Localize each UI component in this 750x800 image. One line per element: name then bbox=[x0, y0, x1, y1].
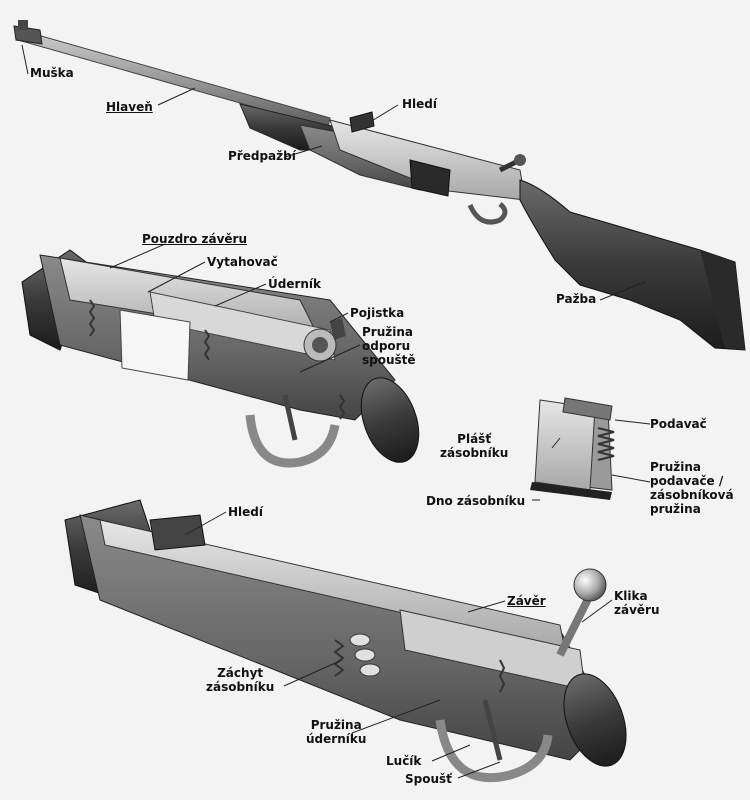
label-zachyt-zasobniku: Záchyt zásobníku bbox=[206, 666, 275, 694]
label-klika-zaveru: Klika závěru bbox=[614, 589, 660, 617]
label-pouzdro-zaveru: Pouzdro závěru bbox=[142, 232, 247, 246]
label-zaver: Závěr bbox=[507, 594, 546, 608]
bolt-cutaway bbox=[64, 499, 627, 783]
label-predpazbi: Předpažbí bbox=[228, 149, 296, 163]
label-dno-zasobniku: Dno zásobníku bbox=[426, 494, 526, 508]
magazine bbox=[530, 397, 615, 500]
label-lucik: Lučík bbox=[386, 754, 422, 768]
label-pruzina-uderniku: Pružina úderníku bbox=[306, 718, 367, 746]
label-vytahovac: Vytahovač bbox=[207, 255, 278, 269]
label-hledi-bottom: Hledí bbox=[228, 505, 263, 519]
leader-lines bbox=[21, 44, 651, 779]
label-pazba: Pažba bbox=[556, 292, 597, 306]
label-pojistka: Pojistka bbox=[350, 306, 405, 320]
label-pruzina-odporu-spouste: Pružina odporu spouště bbox=[362, 325, 416, 367]
label-muska: Muška bbox=[30, 66, 74, 80]
label-udernik: Úderník bbox=[268, 277, 322, 291]
rifle-full bbox=[13, 20, 746, 351]
label-spoust: Spoušť bbox=[405, 772, 452, 786]
label-podavac: Podavač bbox=[650, 417, 707, 431]
label-pruzina-podavace: Pružina podavače / zásobníková pružina bbox=[650, 460, 734, 516]
label-hlaven: Hlaveň bbox=[106, 100, 153, 114]
label-plast-zasobniku: Plášť zásobníku bbox=[440, 432, 509, 460]
label-hledi-top: Hledí bbox=[402, 97, 437, 111]
action-cutaway bbox=[21, 249, 420, 468]
